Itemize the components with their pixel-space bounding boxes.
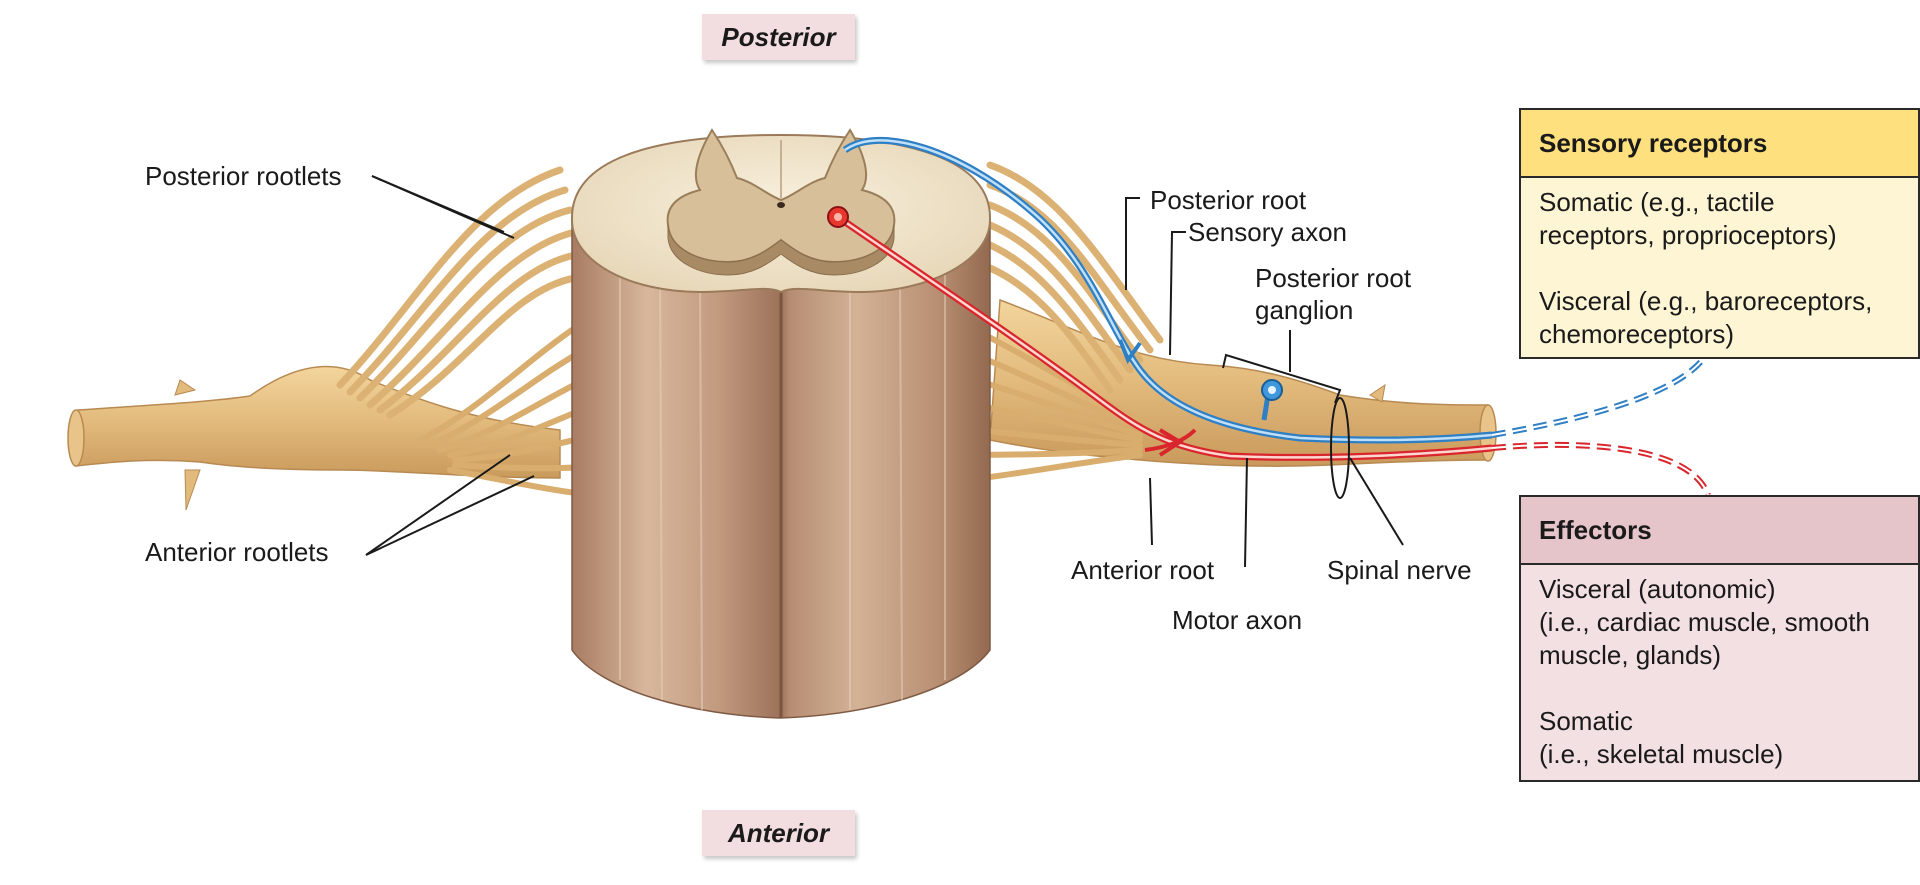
spinal-cord bbox=[570, 128, 992, 719]
label-anterior-root: Anterior root bbox=[1071, 555, 1215, 585]
sensory-somatic-line2: receptors, proprioceptors) bbox=[1539, 220, 1837, 250]
effectors-box: Effectors Visceral (autonomic) (i.e., ca… bbox=[1519, 495, 1920, 782]
sensory-somatic-line1: Somatic (e.g., tactile bbox=[1539, 187, 1775, 217]
label-motor-axon: Motor axon bbox=[1172, 605, 1303, 635]
ganglion-bracket bbox=[1222, 330, 1342, 404]
spinal-nerve-loop bbox=[1330, 397, 1350, 499]
label-posterior-root: Posterior root bbox=[1150, 185, 1307, 215]
sensory-visceral: Visceral (e.g., baroreceptors, chemorece… bbox=[1539, 285, 1900, 351]
label-posterior-root-ganglion-1: Posterior root bbox=[1255, 263, 1412, 293]
label-sensory-axon: Sensory axon bbox=[1188, 217, 1347, 247]
effectors-visceral-line1: Visceral (autonomic) bbox=[1539, 574, 1776, 604]
motor-pathway bbox=[827, 206, 1711, 497]
label-posterior-rootlets: Posterior rootlets bbox=[145, 161, 342, 191]
left-spinal-nerve bbox=[67, 365, 561, 511]
posterior-tag: Posterior bbox=[702, 14, 855, 60]
sensory-visceral-line2: chemoreceptors) bbox=[1539, 319, 1735, 349]
sensory-visceral-line1: Visceral (e.g., baroreceptors, bbox=[1539, 286, 1873, 316]
effectors-visceral-line3: muscle, glands) bbox=[1539, 640, 1722, 670]
effectors-somatic-line2: (i.e., skeletal muscle) bbox=[1539, 739, 1784, 769]
label-spinal-nerve: Spinal nerve bbox=[1327, 555, 1472, 585]
leader-lines bbox=[365, 175, 1404, 568]
sensory-pathway bbox=[842, 136, 1709, 444]
effectors-visceral: Visceral (autonomic) (i.e., cardiac musc… bbox=[1539, 573, 1900, 672]
anterior-tag: Anterior bbox=[702, 810, 855, 856]
effectors-somatic: Somatic (i.e., skeletal muscle) bbox=[1539, 705, 1900, 771]
effectors-visceral-line2: (i.e., cardiac muscle, smooth bbox=[1539, 607, 1870, 637]
sensory-receptors-box: Sensory receptors Somatic (e.g., tactile… bbox=[1519, 108, 1920, 359]
label-posterior-root-ganglion-2: ganglion bbox=[1255, 295, 1354, 325]
label-anterior-rootlets: Anterior rootlets bbox=[145, 537, 329, 567]
effectors-link bbox=[1491, 441, 1711, 497]
effectors-title: Effectors bbox=[1521, 497, 1918, 565]
sensory-somatic: Somatic (e.g., tactile receptors, propri… bbox=[1539, 186, 1900, 252]
effectors-somatic-line1: Somatic bbox=[1539, 706, 1633, 736]
left-posterior-rootlets bbox=[336, 166, 579, 419]
sensory-receptors-title: Sensory receptors bbox=[1521, 110, 1918, 178]
sensory-receptors-link bbox=[1491, 353, 1709, 438]
